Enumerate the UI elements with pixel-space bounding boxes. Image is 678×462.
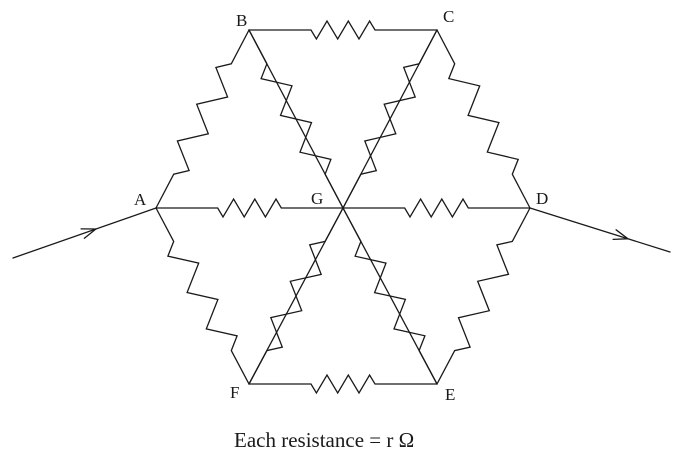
resistor-f-g <box>248 207 344 385</box>
resistor-g-e <box>342 207 438 385</box>
labels-layer: A B C D E F G <box>134 7 548 404</box>
current-in-arrow <box>80 228 98 239</box>
node-label-f: F <box>230 383 239 402</box>
caption-text: Each resistance = r Ω <box>234 428 414 452</box>
resistor-e-d <box>436 207 531 385</box>
node-label-a: A <box>134 190 147 209</box>
current-in-wire <box>12 207 157 259</box>
node-label-b: B <box>236 11 247 30</box>
node-label-g: G <box>311 189 323 208</box>
node-label-e: E <box>445 385 455 404</box>
resistor-g-c <box>342 29 438 209</box>
arrows-layer <box>12 207 671 259</box>
node-label-d: D <box>536 189 548 208</box>
resistors-layer <box>155 19 531 395</box>
resistor-a-g <box>155 197 344 219</box>
resistor-a-b <box>155 29 250 209</box>
resistor-a-f <box>155 207 250 385</box>
current-out-arrow <box>612 229 630 241</box>
resistor-b-c <box>248 19 438 41</box>
current-out-wire <box>529 207 671 253</box>
resistor-f-e <box>248 373 438 395</box>
node-label-c: C <box>443 7 454 26</box>
resistor-c-d <box>436 29 531 209</box>
resistor-g-d <box>342 197 531 219</box>
resistor-b-g <box>248 29 344 209</box>
